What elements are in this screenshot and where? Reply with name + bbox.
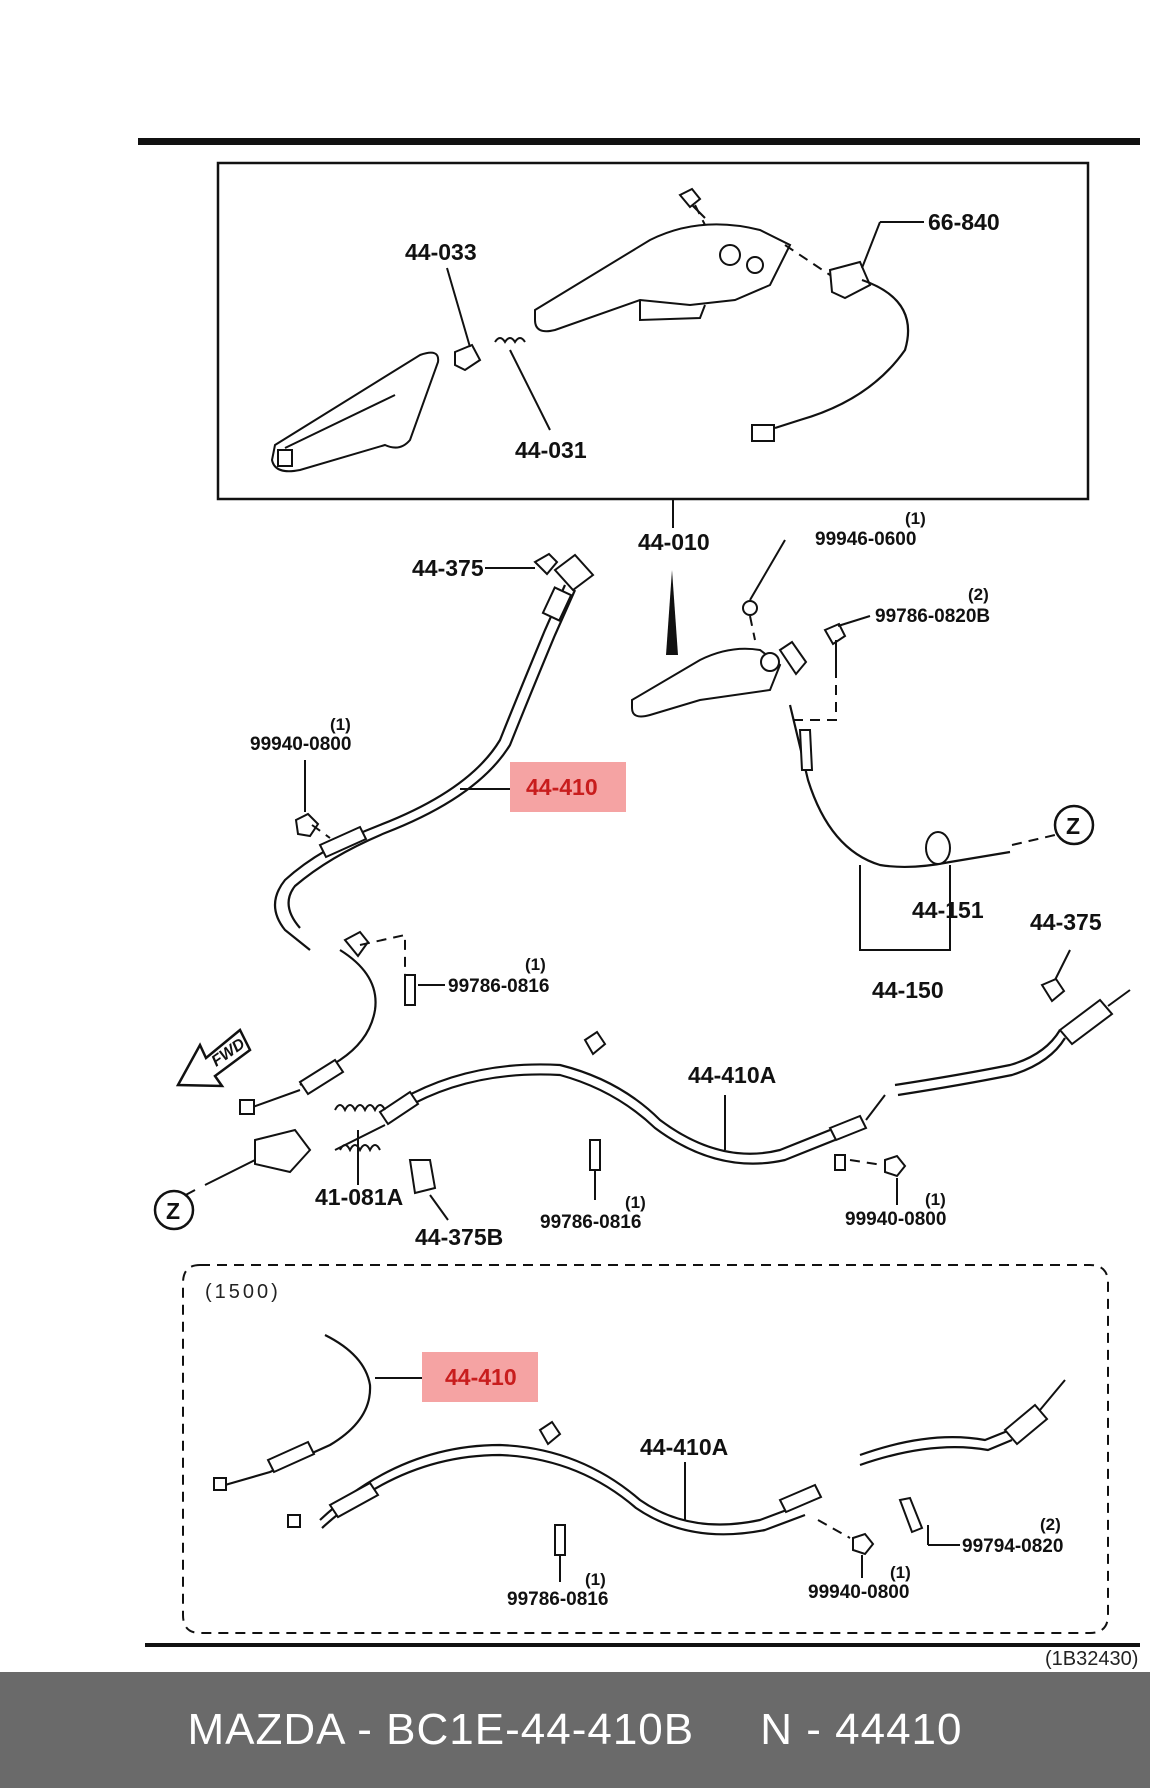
- spring-41-081A: [334, 1104, 386, 1113]
- qty-99786-upper: (1): [525, 955, 546, 974]
- callout-44-410: 44-410: [526, 774, 598, 800]
- callout-99786-0820B: 99786-0820B: [875, 606, 990, 627]
- callout-44-375-right: 44-375: [1030, 909, 1102, 935]
- leader-99946: [749, 539, 786, 601]
- leader-44-031: [509, 349, 551, 431]
- bottom-rule: [145, 1643, 1140, 1647]
- front-cable-44-150: [788, 704, 1056, 868]
- callout-44-150: 44-150: [872, 977, 944, 1003]
- qty-99940-upper: (1): [330, 715, 351, 734]
- equalizer-drawing: [179, 1128, 312, 1199]
- z-marker-left-label: Z: [166, 1198, 180, 1224]
- reference-code: (1B32430): [1045, 1648, 1138, 1670]
- dash-99940-upper: [311, 824, 331, 839]
- qty-99786-lower: (1): [625, 1193, 646, 1212]
- inset-callout-44-410A: 44-410A: [640, 1434, 728, 1460]
- parking-brake-parts-diagram: 44-033 44-031 66-840 44-010 99946-0600 (…: [138, 138, 1140, 1670]
- callout-99946-0600: 99946-0600: [815, 529, 916, 550]
- qty-99946: (1): [905, 509, 926, 528]
- callout-66-840: 66-840: [928, 209, 1000, 235]
- leader-44-375-right: [1054, 949, 1071, 981]
- qty-99786a: (2): [968, 585, 989, 604]
- dash-99940-lower: [849, 1159, 883, 1166]
- bracket-clip-upper: [343, 930, 370, 958]
- footer-part-number: MAZDA - BC1E-44-410B N - 44410: [187, 1705, 963, 1754]
- top-rule: [138, 138, 1140, 145]
- pointer-44-010: [666, 570, 678, 655]
- callout-44-010: 44-010: [638, 529, 710, 555]
- clip-44-375-right: [1040, 977, 1066, 1003]
- leader-44-375B: [429, 1194, 449, 1221]
- lever-grip-drawing: [270, 187, 910, 473]
- cable-44-410A: [334, 989, 1131, 1171]
- callout-99786-0816-upper: 99786-0816: [448, 976, 549, 997]
- lever-small-drawing: [631, 600, 847, 718]
- dash-99786a: [790, 668, 837, 721]
- dash-bolt: [694, 204, 706, 226]
- leader-44-033: [446, 267, 471, 348]
- inset-callout-99940-0800: 99940-0800: [808, 1582, 909, 1603]
- callout-41-081A: 41-081A: [315, 1184, 403, 1210]
- inset-qty-99794: (2): [1040, 1515, 1061, 1534]
- lever-assembly-box: [216, 161, 1090, 501]
- callout-99940-0800-lower: 99940-0800: [845, 1209, 946, 1230]
- inset-nut-99940: [852, 1532, 875, 1556]
- spring-41-081A-b: [339, 1144, 381, 1153]
- callout-99940-0800-upper: 99940-0800: [250, 734, 351, 755]
- leader-66-840b: [861, 221, 881, 269]
- highlight-44-410: [510, 762, 626, 812]
- callout-44-031: 44-031: [515, 437, 587, 463]
- bolt-99786-upper: [404, 974, 416, 1006]
- fwd-arrow: FWD: [175, 1028, 252, 1088]
- inset-dash-99940: [817, 1519, 851, 1539]
- inset-callout-99794-0820: 99794-0820: [962, 1536, 1063, 1557]
- inset-qty-99786: (1): [585, 1570, 606, 1589]
- z-marker-right: [1053, 804, 1095, 846]
- inset-variant-label: (1500): [205, 1281, 281, 1303]
- inset-callout-99786-0816: 99786-0816: [507, 1589, 608, 1610]
- cable-44-410: [239, 553, 595, 1115]
- footer-bar: MAZDA - BC1E-44-410B N - 44410: [0, 1672, 1150, 1788]
- inset-highlight-44-410: [422, 1352, 538, 1402]
- callout-44-375B: 44-375B: [415, 1224, 503, 1250]
- callout-44-033: 44-033: [405, 239, 477, 265]
- dash-switch: [784, 244, 831, 276]
- clip-44-375-top: [533, 552, 559, 576]
- inset-cables: [213, 1334, 1066, 1556]
- callout-44-410A: 44-410A: [688, 1062, 776, 1088]
- qty-99940-lower: (1): [925, 1190, 946, 1209]
- bracket-44-150: [859, 865, 951, 951]
- bolt-99786-lower: [589, 1139, 601, 1171]
- z-marker-left: [153, 1189, 195, 1231]
- leader-99786a: [837, 615, 871, 627]
- inset-qty-99940: (1): [890, 1563, 911, 1582]
- nut-99940-upper: [294, 812, 320, 838]
- inset-callout-44-410: 44-410: [445, 1364, 517, 1390]
- callout-44-151: 44-151: [912, 897, 984, 923]
- callout-99786-0816-lower: 99786-0816: [540, 1212, 641, 1233]
- dash-99946: [749, 615, 756, 641]
- bracket-44-375B: [408, 1159, 437, 1195]
- z-marker-right-label: Z: [1066, 813, 1080, 839]
- nut-99940-lower: [884, 1154, 907, 1178]
- dash-bolt-upper: [359, 933, 406, 975]
- inset-1500-box: [182, 1264, 1109, 1634]
- callout-44-375-top: 44-375: [412, 555, 484, 581]
